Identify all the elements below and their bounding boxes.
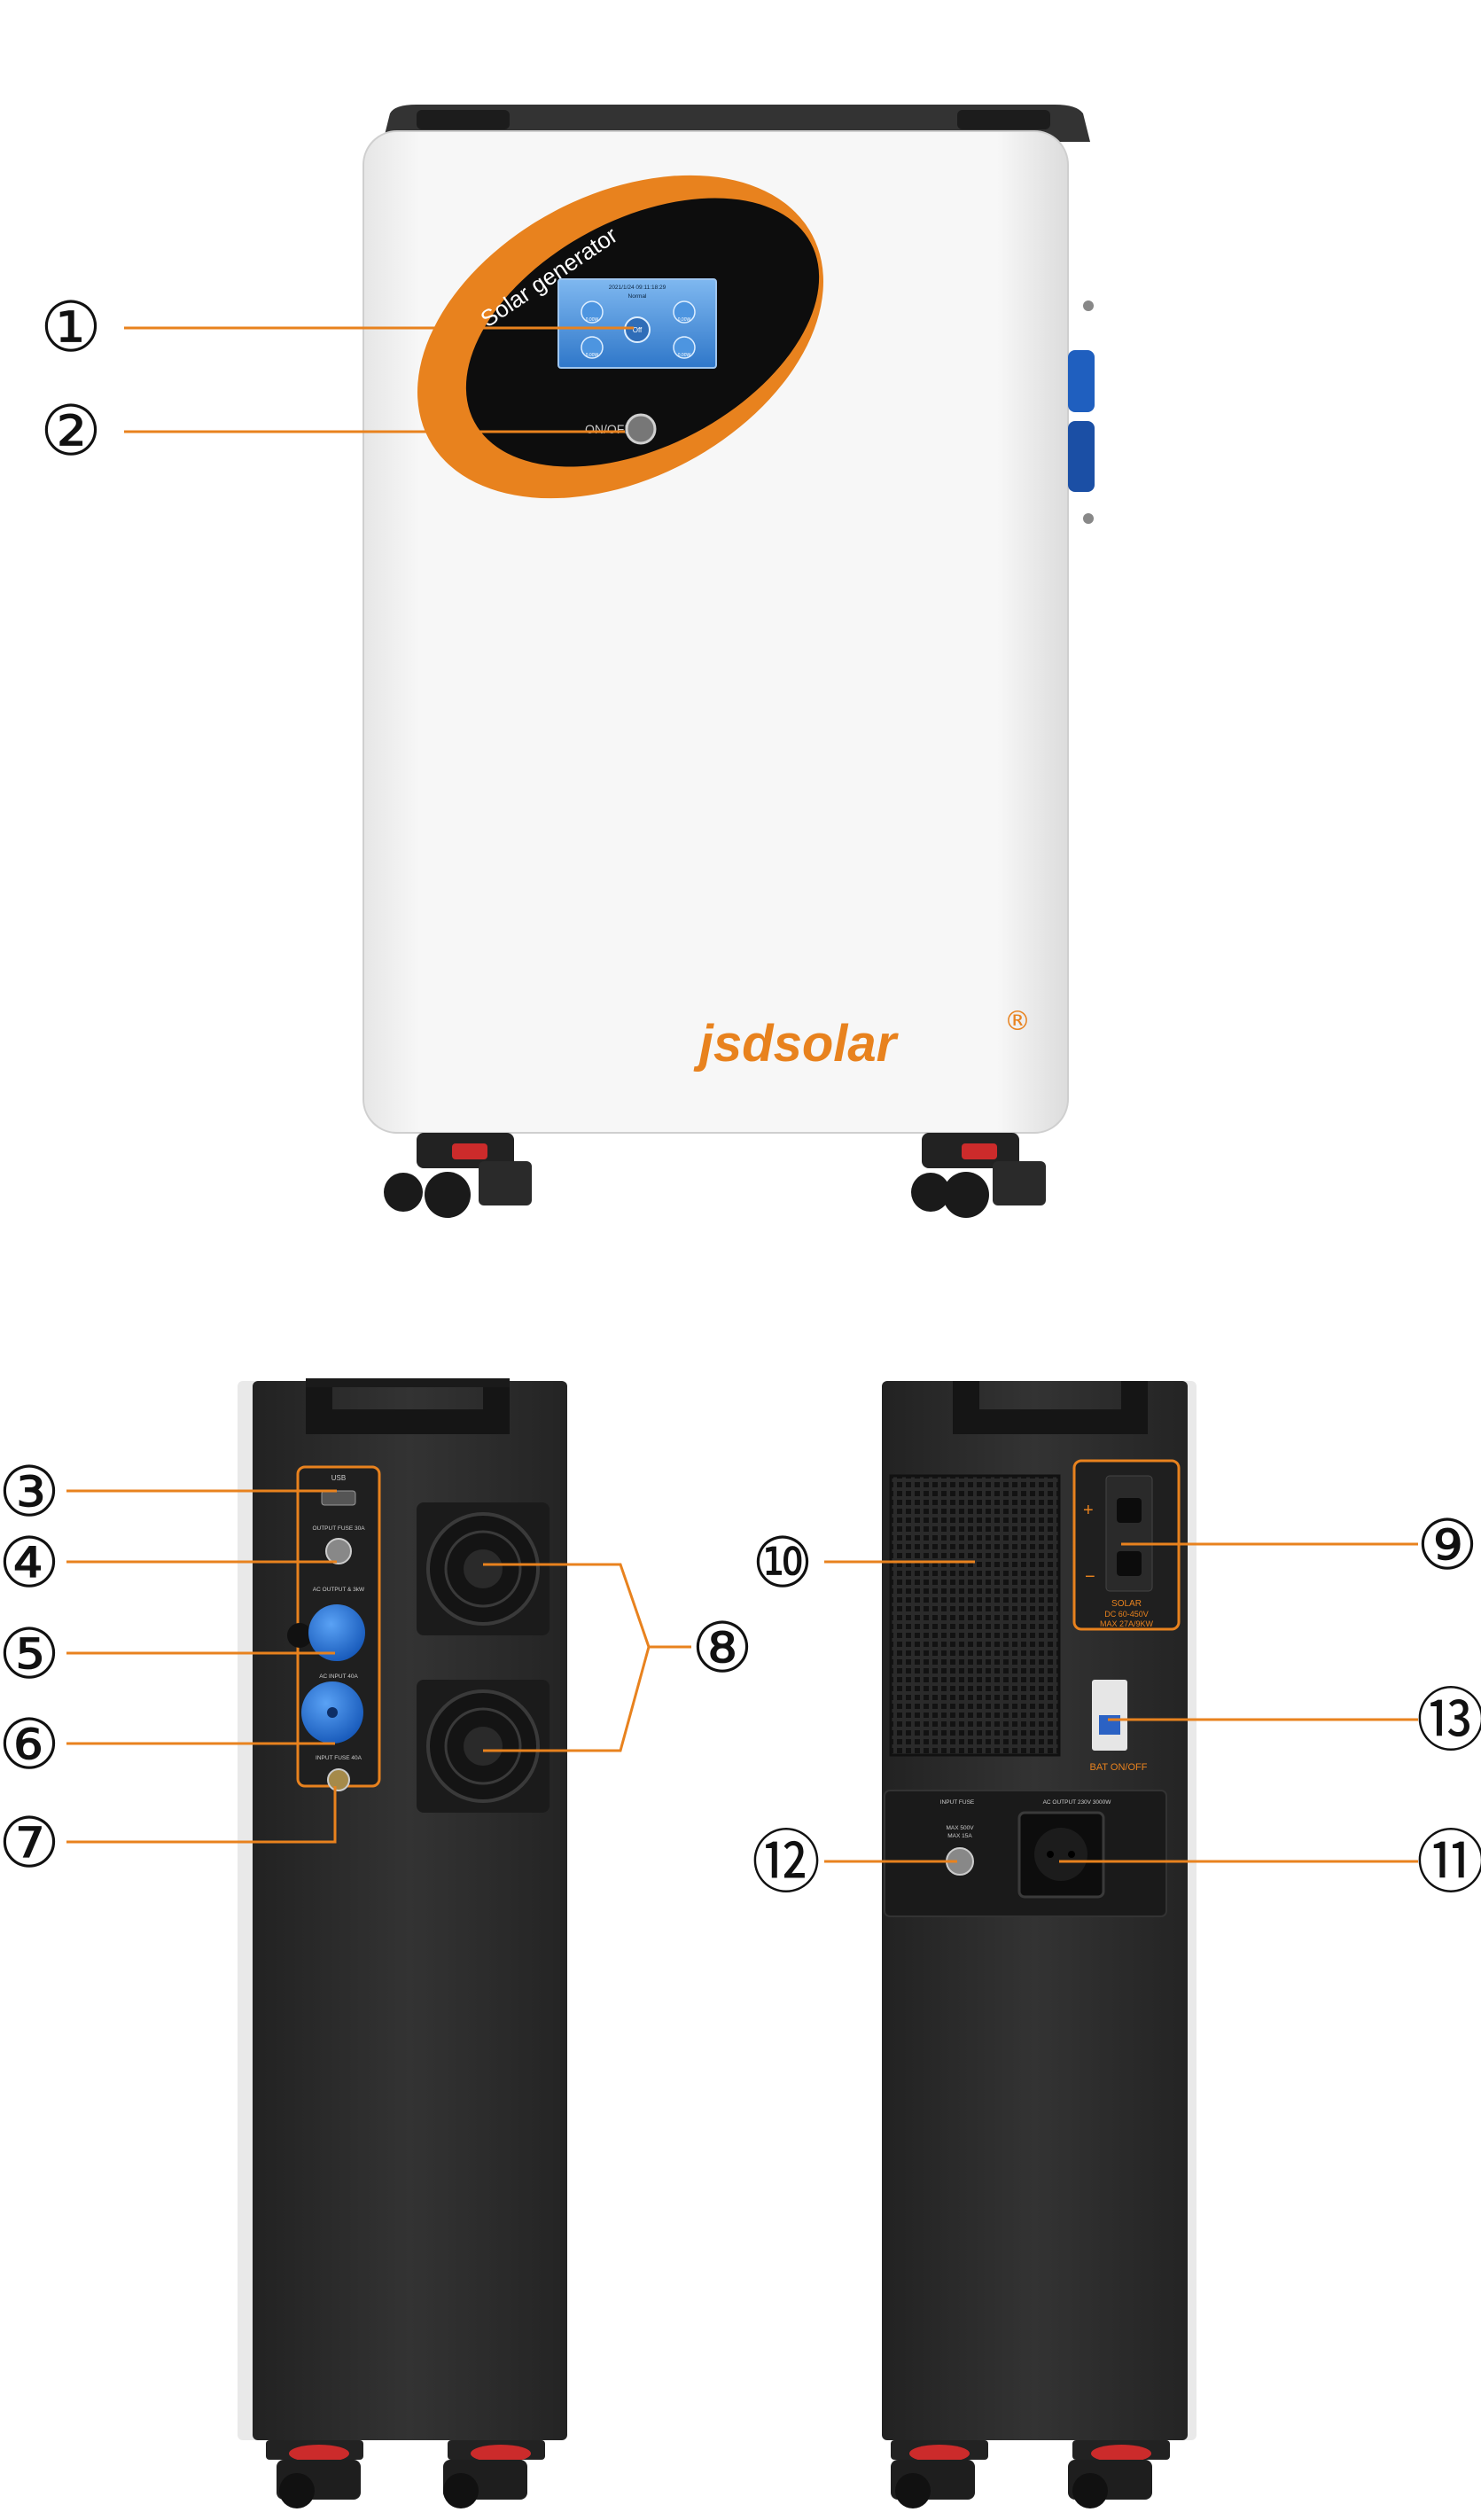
- left-side-view: USB OUTPUT FUSE 30A AC OUTPUT & 3kW AC I…: [238, 1378, 567, 2508]
- lcd-gauge-bl: [581, 336, 604, 359]
- callout-numbers: ① ② ③ ④ ⑤ ⑥ ⑦ ⑧ ⑨ ⑩ ⑪ ⑫ ⑬: [0, 288, 1481, 1903]
- label-fuse-spec2: MAX 15A: [947, 1833, 972, 1839]
- callout-9: ⑨: [1416, 1506, 1478, 1586]
- label-ac-input: AC INPUT 40A: [319, 1673, 358, 1680]
- usb-port[interactable]: [321, 1490, 356, 1506]
- cooling-fan-upper: [417, 1502, 550, 1635]
- callout-lines: [66, 326, 1418, 1863]
- lcd-gauge-br: [673, 336, 696, 359]
- lcd-gauge-tl: [581, 300, 604, 324]
- callout-2: ②: [40, 392, 102, 472]
- callout-6: ⑥: [0, 1705, 60, 1785]
- battery-breaker-toggle[interactable]: [1099, 1715, 1120, 1735]
- lcd-gauge-tr: [673, 300, 696, 324]
- input-fuse-holder[interactable]: [327, 1768, 350, 1791]
- callout-4: ④: [0, 1524, 60, 1603]
- solar-connector-positive[interactable]: [1117, 1498, 1142, 1523]
- side-connector-lower: [1068, 421, 1095, 492]
- label-input-fuse: INPUT FUSE 40A: [316, 1755, 362, 1761]
- left-view-wheels: [266, 2440, 545, 2508]
- callout-10: ⑩: [752, 1524, 814, 1603]
- callout-7: ⑦: [0, 1804, 60, 1884]
- power-button[interactable]: [625, 413, 657, 445]
- lcd-screen: 2021/1/24 09:11:18:29 Normal Off 0.00W 0…: [557, 278, 717, 369]
- leader-7: [66, 1786, 337, 1844]
- ventilation-grille: [889, 1474, 1061, 1757]
- front-top-cap-slot-right: [957, 110, 1050, 129]
- side-screw-bottom: [1083, 513, 1094, 524]
- brand-logo-text: jsdsolar: [693, 1015, 900, 1073]
- label-fuse-spec1: MAX 500V: [946, 1825, 974, 1831]
- lcd-readout-4: 0.00W: [678, 353, 691, 358]
- right-side-view: + − SOLAR DC 60-450V MAX 27A/9KW BAT ON/…: [882, 1381, 1196, 2508]
- solar-minus-sign: −: [1085, 1567, 1095, 1587]
- callout-1: ①: [40, 288, 102, 368]
- label-ac-output: AC OUTPUT & 3kW: [313, 1587, 365, 1593]
- label-right-ac-output: AC OUTPUT 230V 3000W: [1043, 1799, 1112, 1806]
- lcd-datetime: 2021/1/24 09:11:18:29: [609, 285, 666, 291]
- label-right-input-fuse: INPUT FUSE: [940, 1799, 975, 1806]
- leader-8b: [483, 1646, 651, 1752]
- lcd-center-gauge: [624, 316, 651, 343]
- callout-8: ⑧: [691, 1609, 753, 1689]
- ac-output-cap-black: [287, 1623, 312, 1648]
- label-solar: SOLAR: [1111, 1599, 1142, 1609]
- lcd-status: Normal: [628, 293, 648, 300]
- front-top-cap-slot-left: [417, 110, 510, 129]
- right-handle: [953, 1381, 1148, 1434]
- power-button-label: ON/OFF: [585, 422, 632, 436]
- callout-13: ⑬: [1416, 1681, 1481, 1761]
- callout-12: ⑫: [752, 1823, 821, 1903]
- brand-logo: jsdsolar ®: [693, 1006, 1031, 1073]
- callout-11: ⑪: [1416, 1823, 1481, 1903]
- cooling-fan-lower: [417, 1680, 550, 1813]
- lcd-readout-1: 0.00W: [586, 317, 599, 323]
- output-fuse-holder[interactable]: [325, 1538, 352, 1564]
- label-bat-switch: BAT ON/OFF: [1090, 1762, 1148, 1773]
- lcd-readout-3: 0.00W: [586, 353, 599, 358]
- solar-plus-sign: +: [1083, 1501, 1094, 1520]
- lcd-center-label: Off: [633, 326, 643, 334]
- ac-output-connector[interactable]: [308, 1604, 365, 1661]
- side-connector-upper: [1068, 350, 1095, 412]
- front-view: Solar generator 2021/1/24 09:11:18:29 No…: [362, 105, 1095, 1218]
- front-wheel-right: [911, 1133, 1046, 1218]
- label-usb: USB: [331, 1474, 346, 1482]
- right-view-wheels: [891, 2440, 1170, 2508]
- label-output-fuse: OUTPUT FUSE 30A: [312, 1525, 365, 1532]
- brand-registered-mark: ®: [1004, 1006, 1031, 1037]
- front-wheel-left: [384, 1133, 532, 1218]
- label-solar-spec1: DC 60-450V: [1104, 1610, 1149, 1619]
- lcd-readout-2: 0.00W: [678, 317, 691, 323]
- label-solar-spec2: MAX 27A/9KW: [1100, 1619, 1154, 1628]
- left-handle: [306, 1381, 510, 1434]
- leader-8: [483, 1563, 691, 1649]
- side-screw-top: [1083, 300, 1094, 311]
- callout-5: ⑤: [0, 1615, 60, 1695]
- solar-connector-negative[interactable]: [1117, 1551, 1142, 1576]
- callout-3: ③: [0, 1453, 60, 1533]
